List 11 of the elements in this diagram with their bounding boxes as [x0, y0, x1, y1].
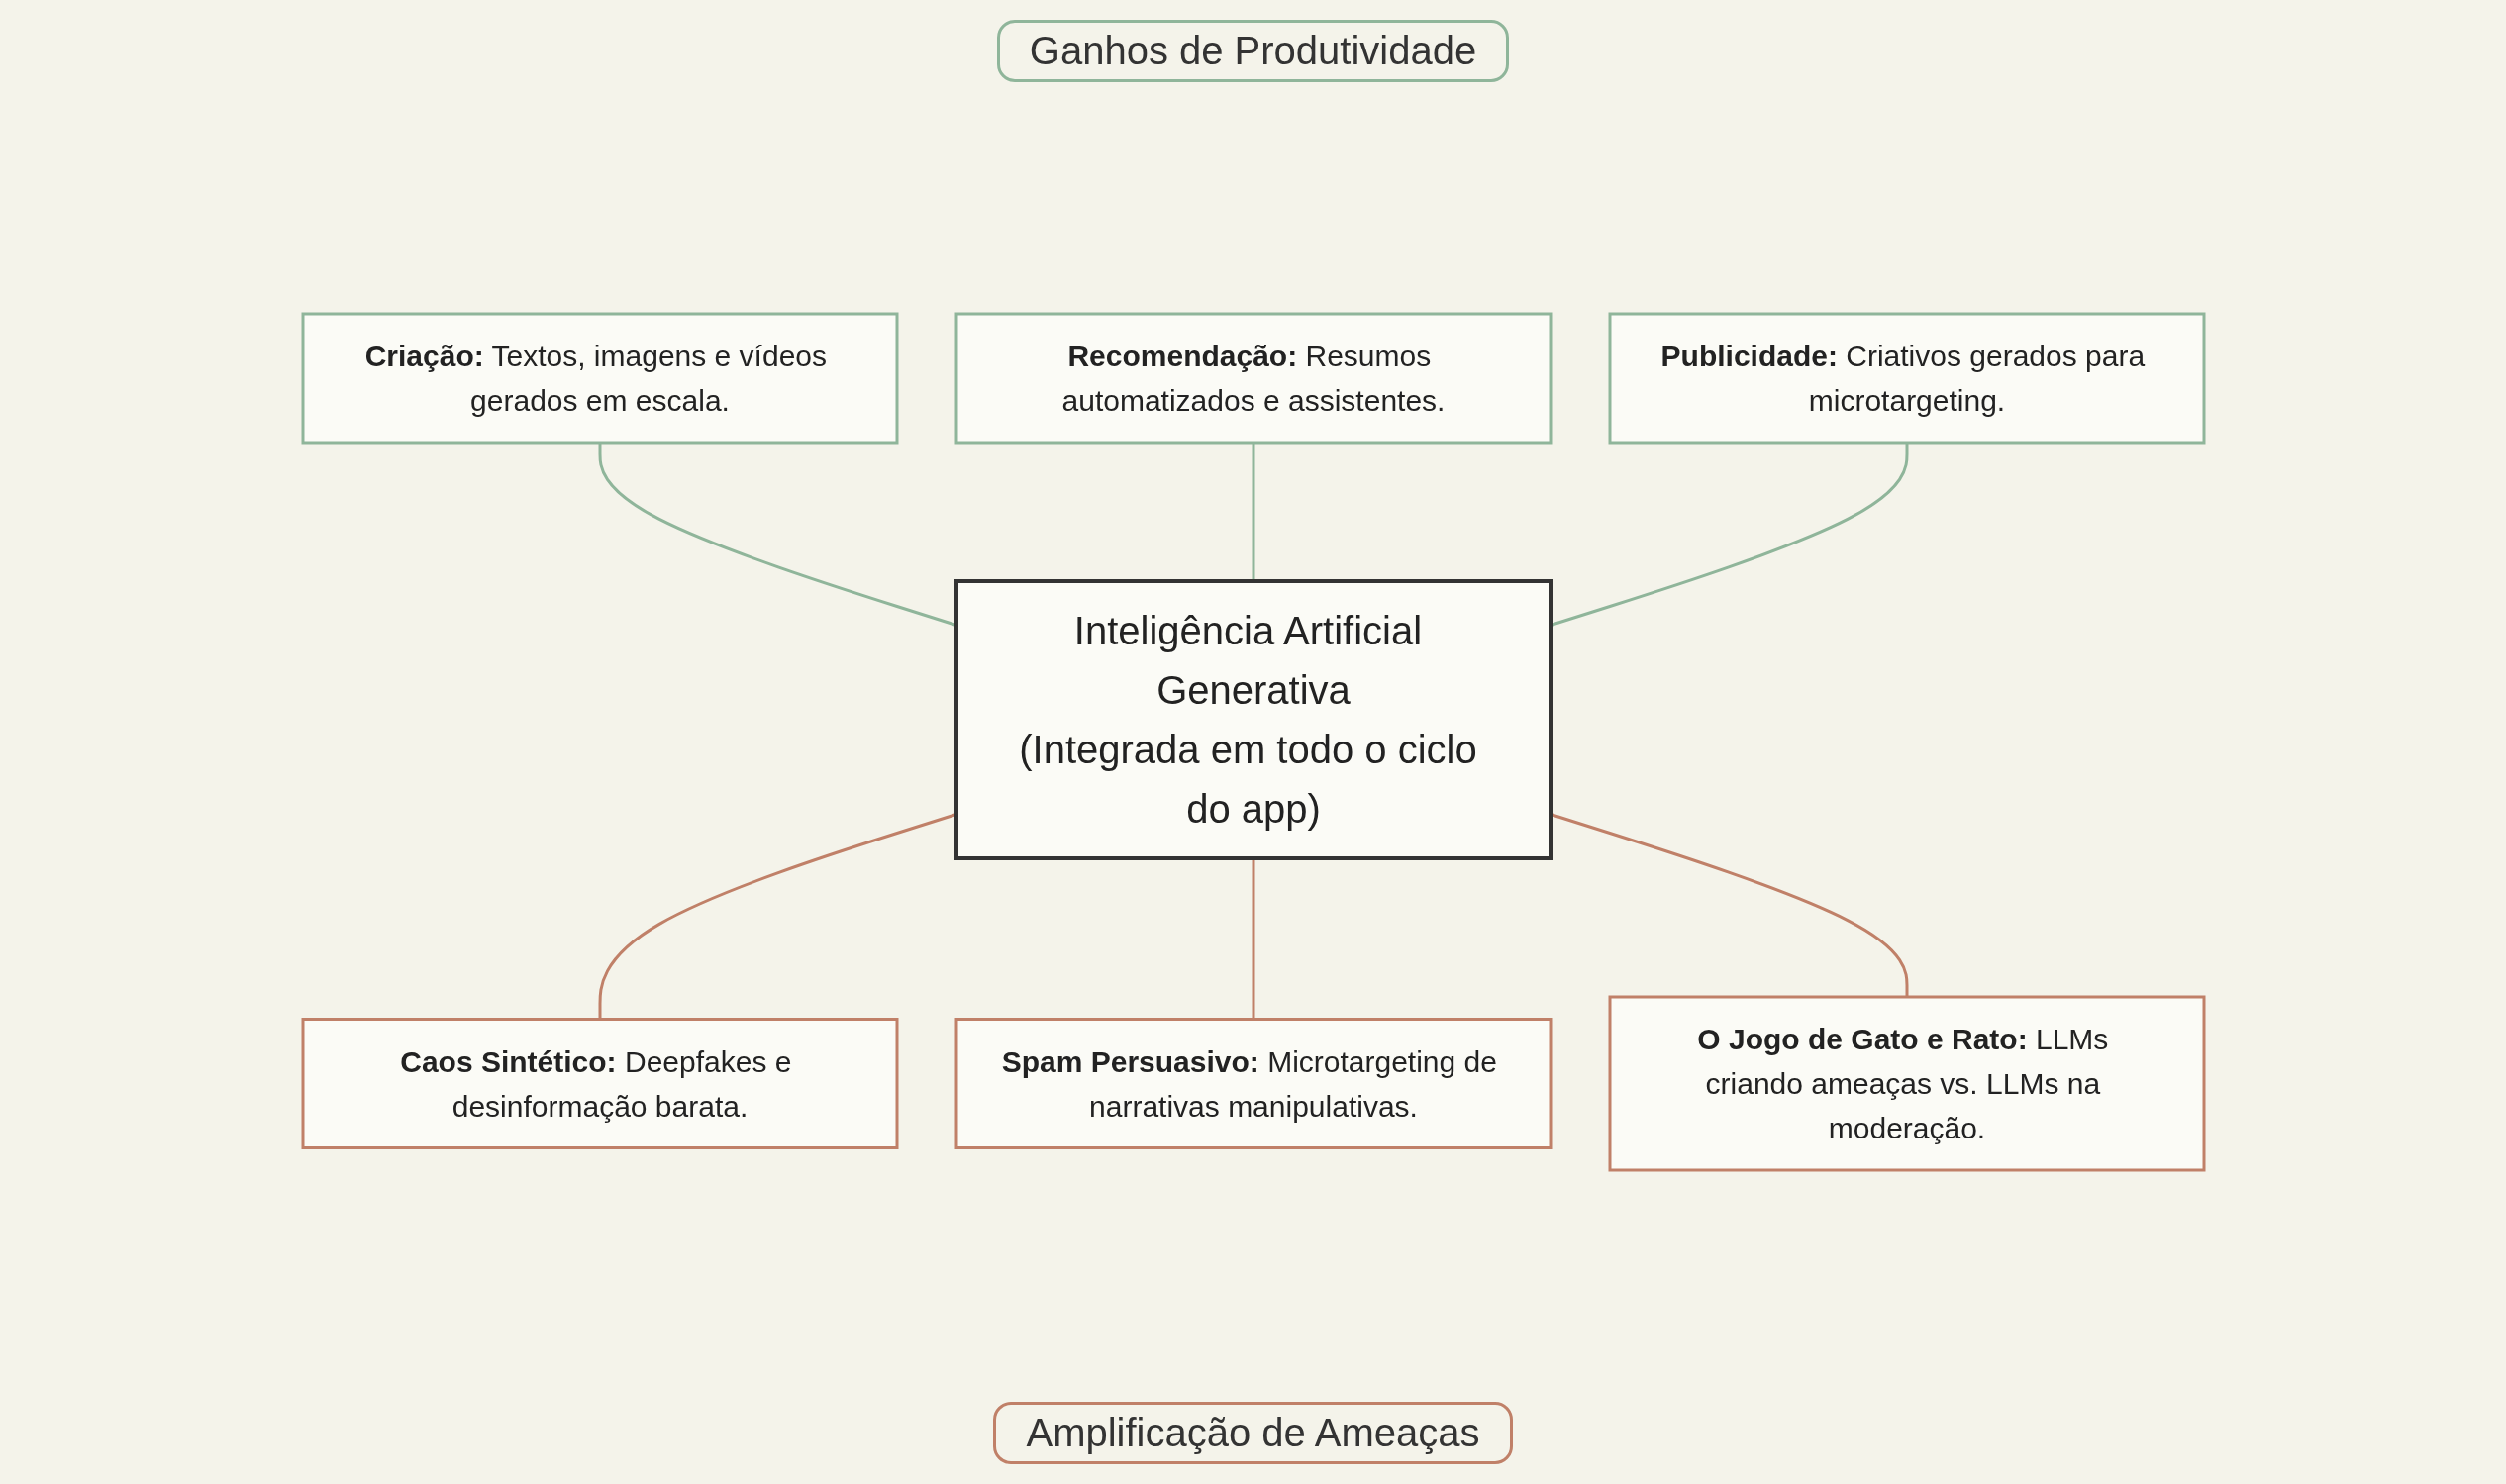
node-box: Criação: Textos, imagens e vídeos gerados em escala. — [301, 312, 898, 445]
group-heading: Amplificação de Ameaças — [993, 1402, 1513, 1464]
node-box: Publicidade: Criativos gerados para microtargeting. — [1608, 312, 2205, 445]
connector — [1252, 858, 1254, 1020]
node-box: Caos Sintético: Deepfakes e desinformação barata. — [301, 1018, 898, 1149]
node-box: Spam Persuasivo: Microtargeting de narrativas manipulativas. — [954, 1018, 1552, 1149]
connector — [1252, 443, 1254, 581]
node-box: O Jogo de Gato e Rato: LLMs criando ameaças vs. LLMs na moderação. — [1608, 995, 2205, 1172]
group-heading: Ganhos de Produtividade — [996, 20, 1510, 82]
node-box: Inteligência Artificial Generativa (Integrada em todo o ciclo do app) — [953, 579, 1553, 860]
node-box: Recomendação: Resumos automatizados e assistentes. — [954, 312, 1552, 445]
